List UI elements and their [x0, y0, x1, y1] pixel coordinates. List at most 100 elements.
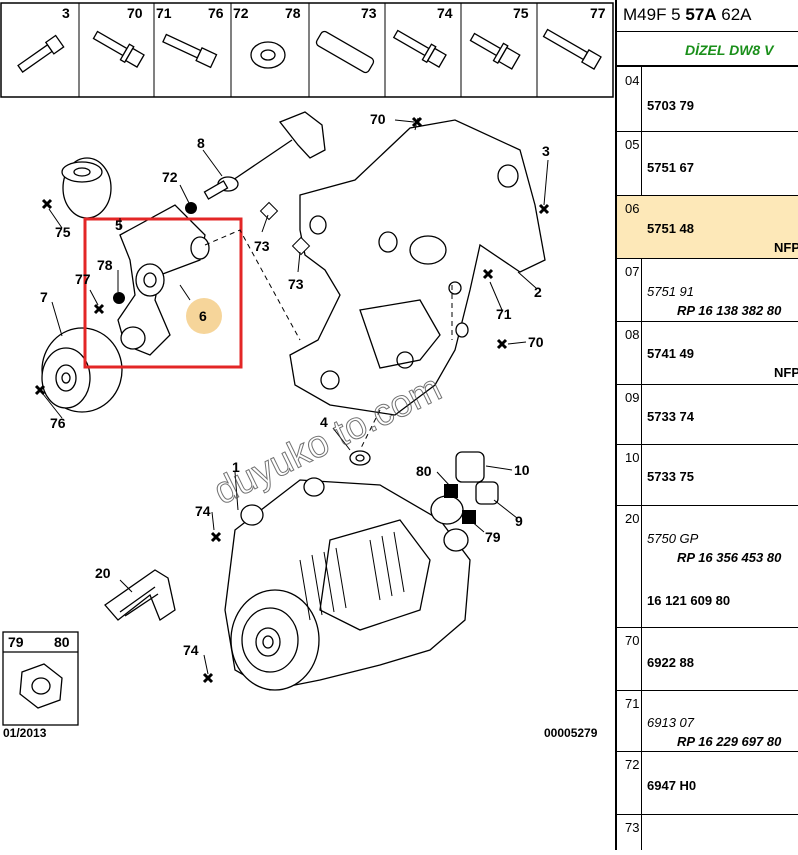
- callout-label: 70: [370, 111, 386, 127]
- replacement-code: RP 16 138 382 80: [677, 303, 782, 318]
- nfp-flag: NFP: [774, 240, 798, 255]
- part-code: 5751 67: [647, 160, 694, 175]
- part-code-alt: 16 121 609 80: [647, 593, 731, 608]
- callout-label: 74: [183, 642, 199, 658]
- column-divider: [641, 66, 642, 850]
- dowel-pin-73b: [291, 236, 311, 256]
- header-label: 74: [437, 5, 453, 21]
- catalog-code-b: 57A: [685, 5, 717, 24]
- diagram-date: 01/2013: [3, 726, 47, 740]
- dowel-pin-icon: [315, 30, 375, 74]
- callout-label: 80: [416, 463, 432, 479]
- callout-label: 77: [75, 271, 91, 287]
- part-code: 6913 07: [647, 715, 694, 730]
- part-row[interactable]: 09 5733 74: [617, 385, 798, 445]
- part-row[interactable]: 72 6947 H0: [617, 752, 798, 815]
- callout-label: 73: [254, 238, 270, 254]
- callout-label: 73: [288, 276, 304, 292]
- row-number: 09: [625, 390, 640, 405]
- callout-label: 9: [515, 513, 523, 529]
- callout-label: 4: [320, 414, 328, 430]
- highlight-frame: [83, 217, 243, 369]
- part-code: 5733 75: [647, 469, 694, 484]
- nut-inset-label: 80: [54, 634, 70, 650]
- row-number: 72: [625, 757, 640, 772]
- spacer-4: [349, 450, 371, 466]
- catalog-header: M49F 5 57A 62A: [617, 0, 798, 32]
- header-label: 75: [513, 5, 529, 21]
- dowel-pin-73a: [259, 201, 279, 221]
- poly-v-belt-20: [104, 569, 176, 621]
- callout-label: 5: [115, 217, 123, 233]
- row-number: 05: [625, 137, 640, 152]
- engine-subtitle: DİZEL DW8 V: [617, 32, 798, 67]
- part-row[interactable]: 07 5751 91 RP 16 138 382 80: [617, 259, 798, 322]
- row-number: 70: [625, 633, 640, 648]
- part-code: 6922 88: [647, 655, 694, 670]
- callout-label: 7: [40, 289, 48, 305]
- diagram-reference: 00005279: [544, 726, 598, 740]
- idler-pulley-5: [61, 157, 112, 219]
- header-label: 70: [127, 5, 143, 21]
- row-number: 71: [625, 696, 640, 711]
- flange-bolt-icon: [92, 30, 145, 68]
- callout-label: 6: [199, 308, 207, 324]
- row-number: 20: [625, 511, 640, 526]
- terminal-caps: [455, 451, 499, 505]
- callout-label: 8: [197, 135, 205, 151]
- callout-label: 71: [496, 306, 512, 322]
- catalog-code-c: 62A: [716, 5, 752, 24]
- callout-label: 20: [95, 565, 111, 581]
- header-label: 78: [285, 5, 301, 21]
- header-label: 73: [361, 5, 377, 21]
- part-row[interactable]: 10 5733 75: [617, 445, 798, 506]
- callout-label: 70: [528, 334, 544, 350]
- row-number: 07: [625, 264, 640, 279]
- fastener-header-strip: [0, 2, 614, 98]
- part-row[interactable]: 71 6913 07 RP 16 229 697 80: [617, 691, 798, 752]
- header-label: 77: [590, 5, 606, 21]
- part-row-selected[interactable]: 06 5751 48 NFP: [617, 196, 798, 259]
- exploded-parts-diagram: 3 70 71 76 72 78 73 74 75 77: [0, 2, 614, 740]
- part-row[interactable]: 05 5751 67: [617, 132, 798, 196]
- part-row[interactable]: 73: [617, 815, 798, 850]
- tensioner-pulley-7: [41, 327, 123, 413]
- part-row[interactable]: 70 6922 88: [617, 628, 798, 691]
- row-number: 10: [625, 450, 640, 465]
- part-code: 6947 H0: [647, 778, 697, 793]
- nut-80-marker: [444, 484, 458, 498]
- part-row[interactable]: 20 5750 GP RP 16 356 453 80 16 121 609 8…: [617, 506, 798, 628]
- part-row[interactable]: 08 5741 49 NFP: [617, 322, 798, 385]
- parts-list-panel: M49F 5 57A 62A DİZEL DW8 V 04 5703 79 05…: [615, 0, 798, 850]
- catalog-code-a: M49F 5: [623, 5, 686, 24]
- callout-label: 3: [542, 143, 550, 159]
- alternator-fins: [299, 531, 405, 621]
- callout-highlight-circle: [186, 298, 222, 334]
- part-code: 5733 74: [647, 409, 694, 424]
- part-code: 5741 49: [647, 346, 694, 361]
- part-row[interactable]: 04 5703 79: [617, 68, 798, 132]
- part-code: 5751 48: [647, 221, 694, 236]
- header-label: 3: [62, 5, 70, 21]
- cross-markers: [34, 116, 550, 684]
- nfp-flag: NFP: [774, 365, 798, 380]
- callout-label: 72: [162, 169, 178, 185]
- row-number: 08: [625, 327, 640, 342]
- nut-inset-label: 79: [8, 634, 24, 650]
- alternator-1: [224, 477, 471, 691]
- callout-label: 78: [97, 257, 113, 273]
- part-code: 5703 79: [647, 98, 694, 113]
- replacement-code: RP 16 229 697 80: [677, 734, 782, 749]
- part-code: 5751 91: [647, 284, 694, 299]
- row-number: 06: [625, 201, 640, 216]
- header-label: 72: [233, 5, 249, 21]
- row-number: 04: [625, 73, 640, 88]
- socket-bolt-icon: [162, 33, 218, 69]
- mounting-bracket-2: [289, 119, 546, 416]
- callout-label: 76: [50, 415, 66, 431]
- part-code: 5750 GP: [647, 531, 699, 546]
- callout-label: 75: [55, 224, 71, 240]
- nut-79-marker: [462, 510, 476, 524]
- long-bolt-icon: [542, 28, 602, 70]
- marker-dot: [185, 202, 197, 214]
